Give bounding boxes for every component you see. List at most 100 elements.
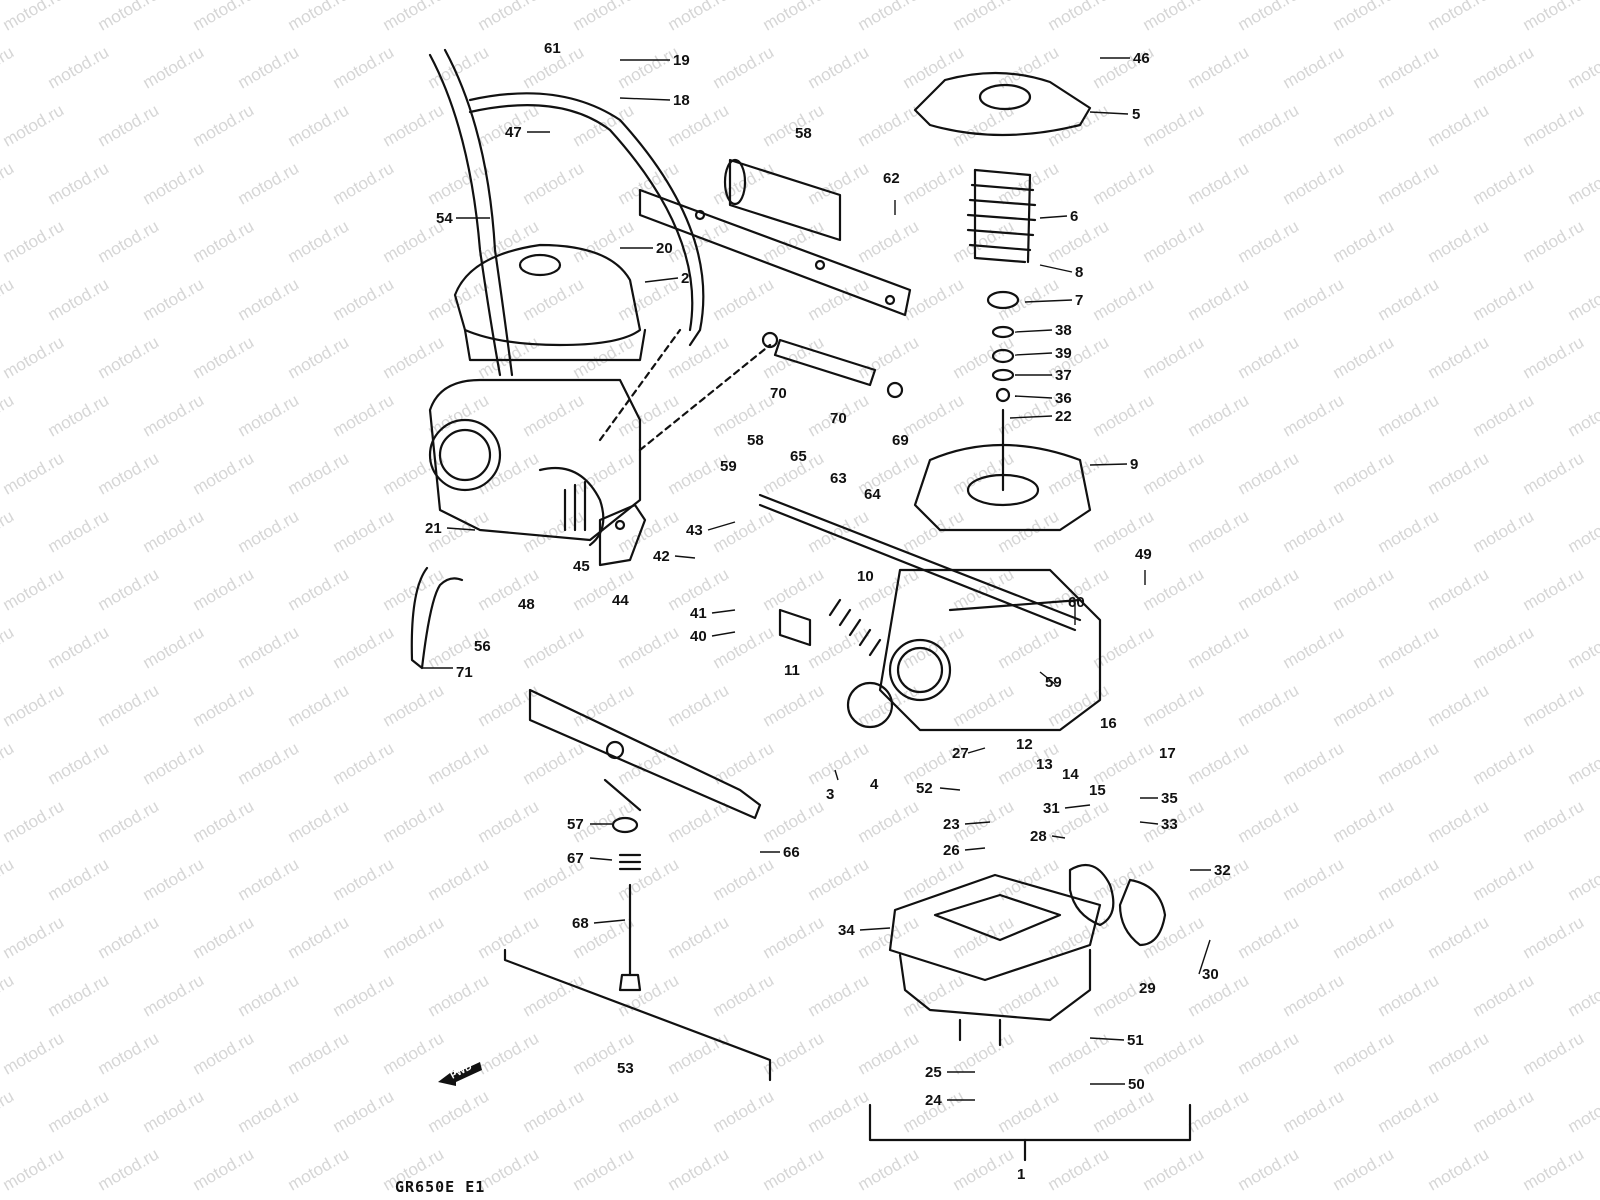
- leader-22: [1009, 415, 1053, 419]
- callout-15: 15: [1089, 782, 1106, 799]
- callout-11: 11: [784, 662, 800, 679]
- vent-hoses: [410, 48, 705, 670]
- callout-36: 36: [1055, 390, 1072, 407]
- leader-43: [707, 521, 736, 531]
- leader-42: [674, 555, 696, 559]
- callout-26: 26: [943, 842, 960, 859]
- callout-6: 6: [1070, 208, 1079, 225]
- callout-70: 70: [830, 410, 847, 427]
- callout-32: 32: [1214, 862, 1231, 879]
- leader-23: [964, 821, 991, 825]
- callout-14: 14: [1062, 766, 1079, 783]
- leader-38: [1014, 329, 1053, 333]
- spring-6: [966, 168, 1037, 264]
- right-carburetor-body: [758, 493, 1102, 732]
- callout-58: 58: [747, 432, 764, 449]
- callout-51: 51: [1127, 1032, 1144, 1049]
- callout-67: 67: [567, 850, 584, 867]
- leader-30: [1198, 939, 1211, 975]
- callout-42: 42: [653, 548, 670, 565]
- leader-39: [1014, 352, 1053, 356]
- float-bowl: [888, 873, 1102, 1047]
- leader-6: [1039, 215, 1068, 219]
- callout-25: 25: [925, 1064, 942, 1081]
- leader-68: [593, 919, 626, 924]
- callout-46: 46: [1133, 50, 1150, 67]
- callout-35: 35: [1161, 790, 1178, 807]
- leader-33: [1139, 821, 1159, 825]
- callout-2: 2: [681, 270, 690, 287]
- callout-12: 12: [1016, 736, 1033, 753]
- callout-39: 39: [1055, 345, 1072, 362]
- callout-34: 34: [838, 922, 855, 939]
- callout-56: 56: [474, 638, 491, 655]
- callout-1: 1: [1017, 1166, 1026, 1183]
- callout-57: 57: [567, 816, 584, 833]
- callout-5: 5: [1132, 106, 1141, 123]
- leader-36: [1014, 395, 1053, 399]
- callout-23: 23: [943, 816, 960, 833]
- callout-19: 19: [673, 52, 690, 69]
- callout-45: 45: [573, 558, 590, 575]
- callout-50: 50: [1128, 1076, 1145, 1093]
- callout-68: 68: [572, 915, 589, 932]
- callout-24: 24: [925, 1092, 942, 1109]
- leader-51: [1089, 1037, 1125, 1041]
- group-bracket-53: [503, 948, 772, 1082]
- left-carburetor-body: [428, 243, 647, 567]
- callout-7: 7: [1075, 292, 1084, 309]
- leader-3: [834, 769, 839, 781]
- callout-9: 9: [1130, 456, 1139, 473]
- callout-29: 29: [1139, 980, 1156, 997]
- callout-65: 65: [790, 448, 807, 465]
- callout-63: 63: [830, 470, 847, 487]
- callout-58: 58: [795, 125, 812, 142]
- callout-47: 47: [505, 124, 522, 141]
- leader-7: [1024, 299, 1073, 303]
- callout-59: 59: [1045, 674, 1062, 691]
- callout-10: 10: [857, 568, 874, 585]
- tube-69: [761, 331, 904, 399]
- callout-59: 59: [720, 458, 737, 475]
- adjust-screw-68: [611, 816, 642, 992]
- leader-28: [1051, 835, 1066, 839]
- callout-64: 64: [864, 486, 881, 503]
- callout-69: 69: [892, 432, 909, 449]
- spring-10: [778, 598, 882, 657]
- leader-40: [711, 631, 736, 637]
- callout-22: 22: [1055, 408, 1072, 425]
- callout-70: 70: [770, 385, 787, 402]
- leader-9: [1089, 463, 1128, 466]
- callout-28: 28: [1030, 828, 1047, 845]
- callout-13: 13: [1036, 756, 1053, 773]
- callout-17: 17: [1159, 745, 1176, 762]
- float-29: [1068, 863, 1167, 947]
- callout-27: 27: [952, 745, 969, 762]
- leader-18: [619, 97, 671, 101]
- callout-44: 44: [612, 592, 629, 609]
- group-bracket-1: [868, 1103, 1192, 1142]
- top-cap-5: [913, 71, 1092, 137]
- upper-linkage-plate: [638, 188, 912, 317]
- callout-60: 60: [1068, 594, 1085, 611]
- diaphragm-9: [913, 443, 1092, 532]
- callout-33: 33: [1161, 816, 1178, 833]
- lower-mount-plate: [528, 688, 762, 820]
- callout-49: 49: [1135, 546, 1152, 563]
- leader-2: [644, 277, 679, 283]
- callout-41: 41: [690, 605, 707, 622]
- callout-20: 20: [656, 240, 673, 257]
- leader-27: [967, 747, 986, 754]
- callout-66: 66: [783, 844, 800, 861]
- small-parts-stack: [986, 290, 1020, 492]
- leader-lines: [422, 57, 1211, 1101]
- callout-40: 40: [690, 628, 707, 645]
- leader-8: [1039, 264, 1073, 273]
- callout-48: 48: [518, 596, 535, 613]
- leader-67: [589, 857, 613, 861]
- callout-53: 53: [617, 1060, 634, 1077]
- callout-37: 37: [1055, 367, 1072, 384]
- callout-30: 30: [1202, 966, 1219, 983]
